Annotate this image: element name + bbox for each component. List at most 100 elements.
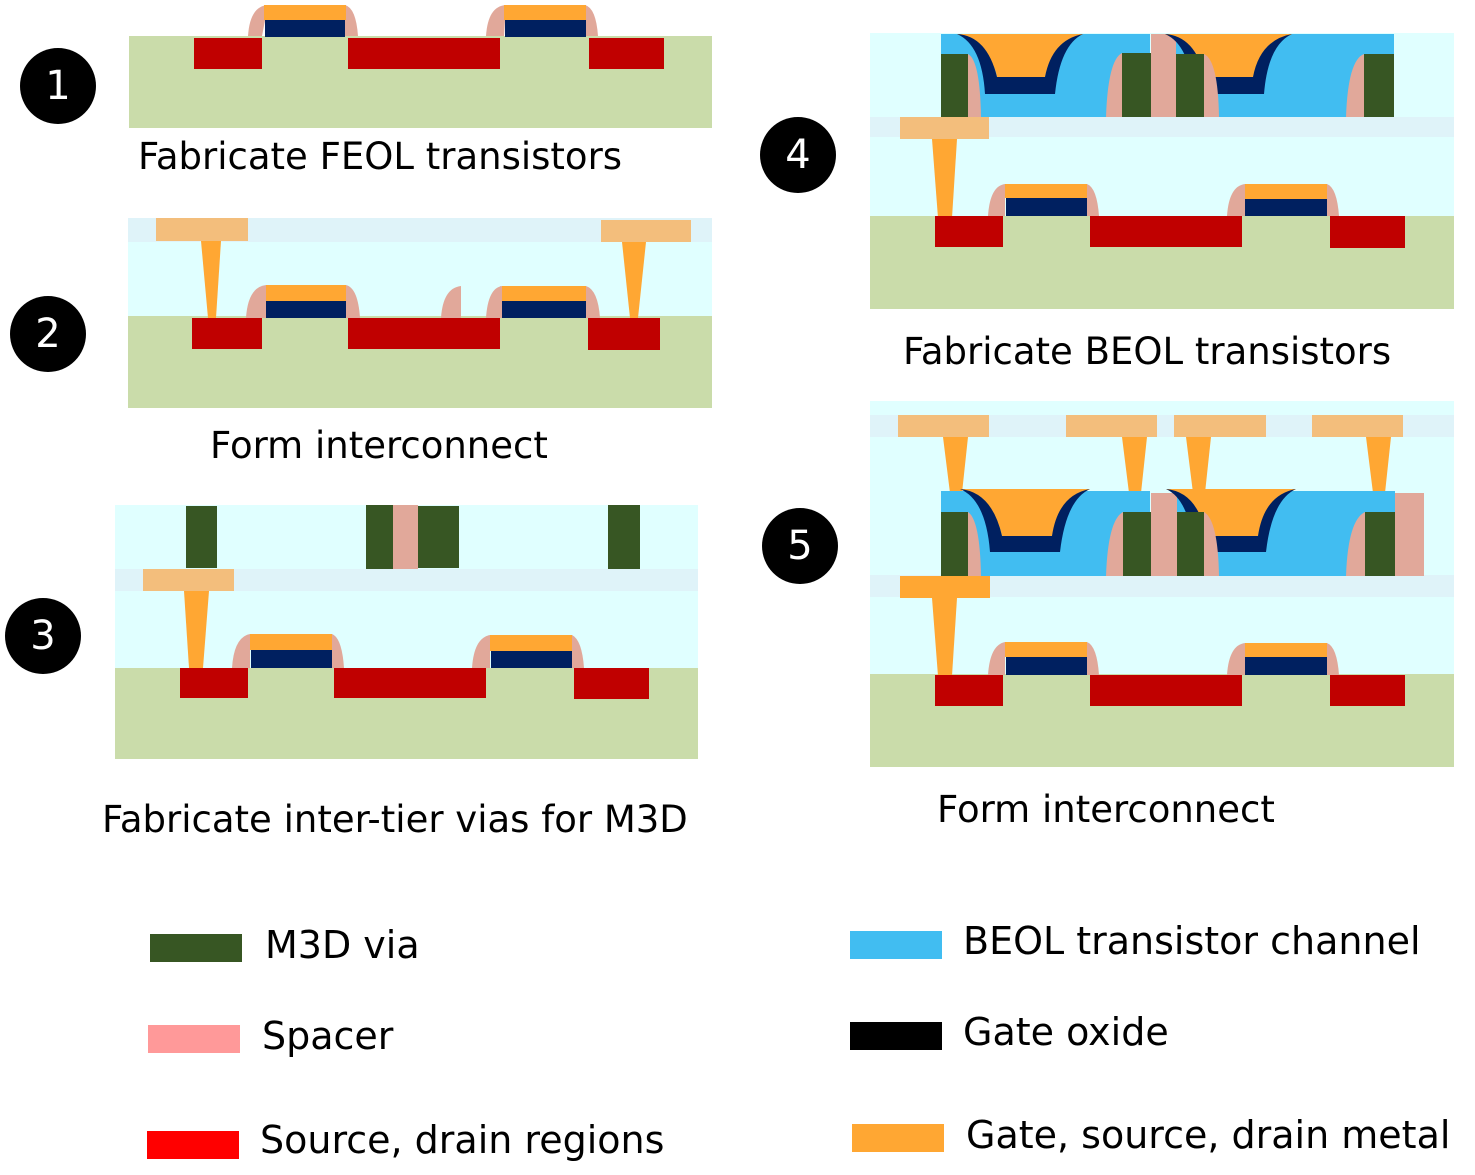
interconnect-via — [1186, 437, 1211, 493]
interconnect-pad — [898, 415, 989, 437]
spacer — [345, 5, 358, 36]
interconnect-via — [622, 242, 646, 318]
spacer — [441, 286, 461, 318]
step-2-caption: Form interconnect — [210, 424, 548, 467]
gate-oxide — [265, 20, 345, 37]
gate-metal — [1245, 184, 1327, 199]
m3d-via — [1177, 512, 1204, 576]
step-2-cross-section — [128, 218, 712, 408]
gate-metal — [1005, 184, 1087, 198]
source-drain-region — [1330, 216, 1405, 248]
m3d-via — [941, 54, 968, 117]
interconnect-pad — [601, 220, 691, 242]
gate-metal — [960, 489, 1090, 536]
spacer — [1346, 54, 1364, 117]
spacer — [572, 635, 584, 668]
legend-swatch-gate-metal — [852, 1124, 944, 1152]
legend-swatch-spacer — [148, 1025, 240, 1053]
interconnect-via — [932, 139, 957, 218]
m3d-via — [1364, 54, 1394, 117]
source-drain-region — [935, 216, 1003, 247]
m3d-via — [1123, 512, 1151, 576]
gate-metal — [1165, 34, 1292, 77]
source-drain-region — [1090, 216, 1242, 247]
interconnect-pad — [1066, 415, 1157, 437]
interconnect-via — [943, 437, 968, 493]
gate-metal — [266, 285, 346, 301]
legend-swatch-m3d-via — [150, 934, 242, 962]
gate-oxide — [502, 301, 586, 318]
interconnect-via — [1122, 437, 1147, 493]
spacer — [332, 634, 344, 668]
gate-oxide — [1245, 199, 1327, 216]
spacer — [1087, 184, 1099, 216]
spacer — [393, 505, 418, 569]
source-drain-region — [348, 38, 500, 69]
gate-metal — [490, 635, 572, 651]
step-3-badge: 3 — [5, 598, 81, 674]
step-3-caption: Fabricate inter-tier vias for M3D — [102, 798, 688, 841]
m3d-via — [186, 506, 217, 568]
interconnect-pad — [143, 569, 234, 591]
source-drain-region — [334, 668, 486, 698]
spacer — [988, 642, 1005, 675]
source-drain-region — [348, 318, 500, 349]
spacer — [1204, 512, 1219, 576]
step-5-caption: Form interconnect — [937, 788, 1275, 831]
gate-metal — [504, 5, 586, 20]
spacer — [968, 54, 981, 117]
legend-label-gate-metal: Gate, source, drain metal — [966, 1113, 1451, 1157]
legend-swatch-beol-channel — [850, 931, 942, 959]
step-3-cross-section — [115, 505, 698, 759]
spacer — [1204, 54, 1219, 117]
source-drain-region — [1330, 675, 1405, 706]
step-1-caption: Fabricate FEOL transistors — [138, 135, 623, 178]
legend-label-source-drain: Source, drain regions — [260, 1118, 665, 1162]
gate-metal — [1005, 642, 1087, 657]
dielectric-band — [870, 415, 1454, 437]
step-1-badge: 1 — [20, 48, 96, 124]
spacer — [586, 286, 600, 318]
source-drain-region — [574, 668, 649, 699]
step-4-cross-section — [870, 33, 1454, 309]
gate-metal — [957, 34, 1083, 77]
gate-oxide — [1006, 657, 1087, 675]
gate-metal — [250, 634, 332, 650]
spacer — [1346, 512, 1365, 576]
m3d-via — [1365, 512, 1395, 576]
legend-swatch-gate-oxide — [850, 1022, 942, 1050]
gate-metal — [264, 5, 346, 20]
gate-oxide — [505, 20, 586, 37]
dielectric-band — [870, 117, 1454, 137]
spacer — [248, 5, 268, 36]
dielectric-band — [870, 575, 1454, 597]
m3d-via — [941, 512, 968, 576]
spacer — [1106, 512, 1123, 576]
legend-label-m3d-via: M3D via — [265, 923, 420, 967]
spacer — [968, 512, 981, 576]
m3d-via — [418, 506, 459, 568]
spacer — [1227, 184, 1245, 216]
spacer — [585, 5, 598, 36]
spacer — [1151, 493, 1177, 576]
spacer — [1151, 34, 1176, 117]
legend-label-gate-oxide: Gate oxide — [963, 1010, 1169, 1054]
gate-oxide — [1245, 657, 1327, 675]
step-2-badge: 2 — [10, 296, 86, 372]
interconnect-pad — [156, 218, 248, 241]
source-drain-region — [194, 38, 262, 69]
spacer — [1227, 643, 1245, 675]
interconnect-via — [184, 591, 209, 668]
step-4-badge: 4 — [760, 117, 836, 193]
gate-oxide — [251, 650, 332, 668]
step-5-badge: 5 — [762, 508, 838, 584]
gate-oxide — [266, 301, 346, 318]
m3d-via — [366, 505, 393, 569]
spacer — [1327, 184, 1339, 216]
source-drain-region — [935, 675, 1003, 706]
interconnect-pad — [900, 576, 990, 598]
gate-metal — [1166, 489, 1296, 536]
legend-label-spacer: Spacer — [262, 1014, 394, 1058]
source-drain-region — [192, 318, 262, 349]
gate-metal — [502, 286, 586, 301]
